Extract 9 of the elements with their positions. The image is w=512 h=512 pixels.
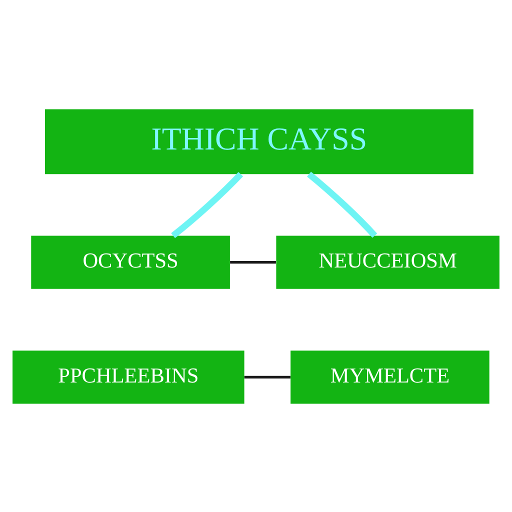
node-box: OCYCTSS <box>31 235 230 288</box>
connector <box>171 172 244 238</box>
node-box: ITHICH CAYSS <box>44 108 474 174</box>
node-box: MYMELCTE <box>290 350 490 404</box>
connector <box>307 171 378 238</box>
connector <box>244 375 290 378</box>
node-box: NEUCCEIOSM <box>276 235 500 288</box>
connector <box>230 260 276 264</box>
node-box: PPCHLEEBINS <box>12 350 244 404</box>
